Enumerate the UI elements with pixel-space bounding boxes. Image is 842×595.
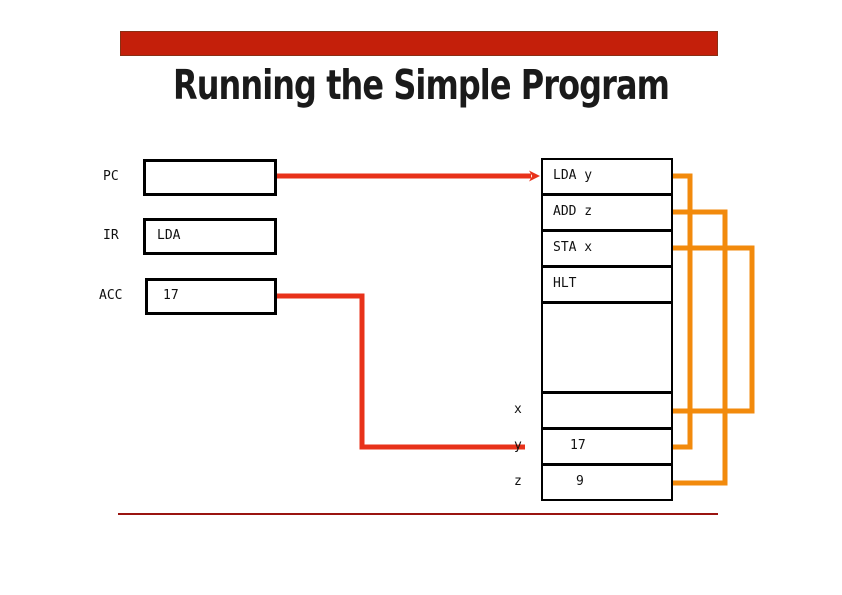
wire-sta-x-operand — [616, 245, 755, 417]
memory-cell-var-y[interactable] — [541, 428, 673, 465]
memory-value-z: 9 — [576, 474, 584, 489]
memory-text-instruction-3: HLT — [553, 276, 577, 291]
memory-cell-var-x[interactable] — [541, 392, 673, 429]
memory-text-instruction-2: STA x — [553, 240, 593, 255]
memory-cell-instruction-1[interactable] — [541, 194, 673, 231]
memory-var-label-y: y — [514, 438, 522, 453]
title-banner — [120, 31, 718, 56]
register-label-acc: ACC — [99, 288, 123, 303]
memory-var-label-z: z — [514, 474, 522, 489]
wire-memory-y-to-acc — [222, 290, 525, 450]
register-label-pc: PC — [103, 169, 119, 184]
footer-divider — [118, 513, 718, 515]
register-label-ir: IR — [103, 228, 119, 243]
register-value-acc: 17 — [163, 288, 179, 303]
memory-value-y: 17 — [570, 438, 586, 453]
register-box-ir[interactable] — [143, 218, 277, 255]
memory-text-instruction-0: LDA y — [553, 168, 593, 183]
register-box-pc[interactable] — [143, 159, 277, 196]
memory-var-label-x: x — [514, 402, 522, 417]
memory-text-instruction-1: ADD z — [553, 204, 593, 219]
register-value-ir: LDA — [157, 228, 181, 243]
memory-cell-empty-gap[interactable] — [541, 302, 673, 393]
register-box-acc[interactable] — [145, 278, 277, 315]
wire-add-z-operand — [616, 209, 728, 489]
page-title: Running the Simple Program — [173, 61, 670, 109]
memory-cell-var-z[interactable] — [541, 464, 673, 501]
